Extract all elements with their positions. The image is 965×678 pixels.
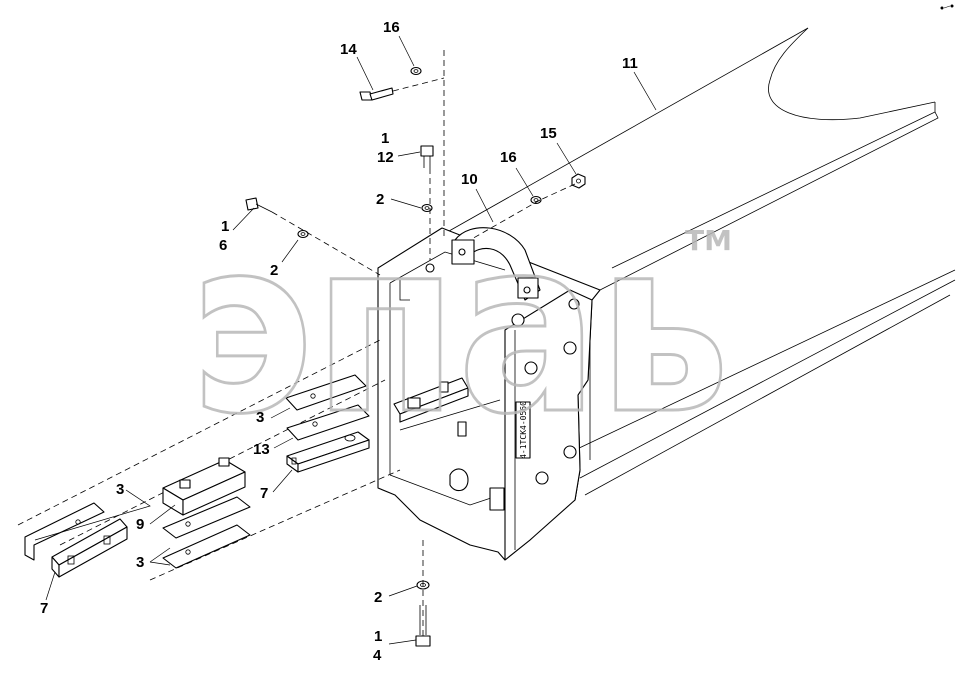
stamp-plate: 4-1ТСК4-0560 bbox=[515, 401, 531, 459]
bolt-12 bbox=[420, 145, 434, 168]
callout-labels: 16 14 11 1 12 15 16 10 2 1 6 2 3 13 7 3 … bbox=[40, 19, 638, 664]
callout-label: 16 bbox=[500, 149, 517, 166]
callout-label: 16 bbox=[383, 19, 400, 36]
block-9 bbox=[162, 457, 246, 516]
callout-label: 1 bbox=[381, 130, 389, 147]
callout-label: 3 bbox=[136, 554, 144, 571]
pad-7-upper bbox=[286, 431, 370, 473]
callout-label: 6 bbox=[219, 237, 227, 254]
washer-16-top bbox=[410, 66, 422, 76]
nut-15 bbox=[571, 173, 586, 189]
callout-label: 2 bbox=[374, 589, 382, 606]
callout-label: 3 bbox=[116, 481, 124, 498]
bolt-6 bbox=[245, 197, 273, 213]
shim-3-left bbox=[24, 502, 105, 561]
bolt-4 bbox=[415, 605, 431, 647]
washer-2-top bbox=[421, 203, 433, 213]
watermark-tm-text: TM bbox=[685, 224, 732, 257]
callout-label: 1 bbox=[221, 218, 229, 235]
shim-13 bbox=[286, 404, 370, 441]
brand-watermark: эпаь TM bbox=[189, 186, 732, 469]
callout-label: 10 bbox=[461, 171, 478, 188]
shim-3-lower bbox=[162, 524, 251, 569]
shim-3-upper bbox=[285, 374, 367, 411]
callout-label: 15 bbox=[540, 125, 557, 142]
callout-label: 9 bbox=[136, 516, 144, 533]
leader-lines bbox=[34, 35, 657, 645]
bolt-14 bbox=[359, 87, 394, 101]
callout-label: 2 bbox=[270, 262, 278, 279]
callout-label: 2 bbox=[376, 191, 384, 208]
callout-label: 13 bbox=[253, 441, 270, 458]
washer-2-left bbox=[297, 229, 309, 239]
corner-marker-icon bbox=[940, 4, 954, 10]
boom-head-frame: 4-1ТСК4-0560 bbox=[377, 227, 601, 561]
link-bracket bbox=[451, 227, 541, 301]
pad-7-left bbox=[51, 518, 128, 578]
callout-label: 3 bbox=[256, 409, 264, 426]
callout-label: 11 bbox=[622, 55, 638, 72]
watermark-logo-text: эпаь bbox=[190, 187, 730, 467]
callout-label: 12 bbox=[377, 149, 394, 166]
pad-7-frame bbox=[393, 377, 469, 423]
callout-label: 1 bbox=[374, 628, 382, 645]
shim-3-mid bbox=[162, 496, 251, 539]
washer-16-right bbox=[530, 195, 542, 205]
part-stamp-text: 4-1ТСК4-0560 bbox=[519, 401, 528, 459]
callout-label: 7 bbox=[260, 485, 268, 502]
callout-label: 14 bbox=[340, 41, 357, 58]
callout-label: 4 bbox=[373, 647, 382, 664]
boom-section bbox=[441, 27, 956, 496]
callout-label: 7 bbox=[40, 600, 48, 617]
